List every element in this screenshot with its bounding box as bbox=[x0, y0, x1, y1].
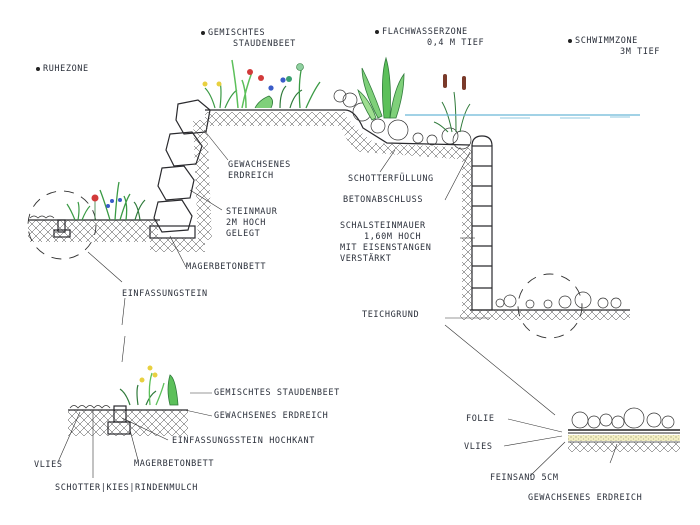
detail-circle-left bbox=[27, 190, 97, 260]
label-schalsteinmauer: Schalsteinmauer1,60m hochmit Eisenstange… bbox=[340, 221, 431, 265]
label-detail-staudenbeet: Gemischtes Staudenbeet bbox=[214, 388, 340, 398]
pond-bottom bbox=[460, 291, 630, 320]
detail-right-section bbox=[568, 407, 680, 452]
label-detail-schotter: Schotter|Kies|Rindenmulch bbox=[55, 483, 198, 493]
schwimmzone-line1: Schwimmzone bbox=[575, 36, 638, 46]
detail-circle-right bbox=[517, 273, 583, 339]
zone-label-ruhezone: Ruhezone bbox=[36, 64, 89, 75]
label-magerbetonbett: Magerbetonbett bbox=[186, 262, 267, 272]
red-flower-icon bbox=[91, 194, 99, 202]
water-surface bbox=[405, 114, 640, 119]
schalstein-line4: verstärkt bbox=[340, 254, 392, 264]
steinmauer-line3: gelegt bbox=[226, 229, 261, 239]
staudenbeet-line2: Staudenbeet bbox=[233, 39, 296, 49]
block-wall bbox=[462, 135, 493, 311]
shallow-zone-stones bbox=[333, 89, 472, 150]
small-edging-stone bbox=[53, 219, 71, 238]
detail-left-section bbox=[68, 365, 188, 436]
flachwasser-line2: 0,4 m tief bbox=[427, 38, 485, 48]
label-detail-folie: Folie bbox=[466, 414, 495, 424]
plants-left-bed bbox=[66, 181, 146, 221]
flachwasser-line1: Flachwasserzone bbox=[382, 27, 468, 37]
erdreich-line1: Gewachsenes bbox=[228, 160, 291, 170]
label-steinmauer: Steinmaur2m hochgelegt bbox=[226, 207, 277, 240]
label-detail-erdreich: Gewachsenes Erdreich bbox=[214, 411, 329, 421]
steinmauer-line2: 2m hoch bbox=[226, 218, 267, 228]
plants-upper-bed bbox=[202, 59, 321, 109]
label-detail-erdreich-right: Gewachsenes Erdreich bbox=[528, 493, 643, 503]
zone-label-staudenbeet: GemischtesStaudenbeet bbox=[201, 28, 296, 50]
upper-ground bbox=[205, 109, 471, 160]
label-gewachsenes-erdreich: GewachsenesErdreich bbox=[228, 160, 291, 182]
staudenbeet-line1: Gemischtes bbox=[208, 28, 266, 38]
zone-label-flachwasserzone: Flachwasserzone0,4 m tief bbox=[375, 27, 484, 49]
label-detail-vlies-right: Vlies bbox=[464, 442, 493, 452]
label-detail-einfassungsstein: Einfassungsstein hochkant bbox=[172, 436, 315, 446]
bullet-icon bbox=[201, 30, 205, 35]
schalstein-line1: Schalsteinmauer bbox=[340, 221, 426, 231]
label-betonabschluss: Betonabschluss bbox=[343, 195, 424, 205]
label-schotterfuellung: Schotterfüllung bbox=[348, 174, 434, 184]
ruhezone-text: Ruhezone bbox=[43, 64, 89, 74]
schalstein-line3: mit Eisenstangen bbox=[340, 243, 432, 253]
bullet-icon bbox=[375, 29, 379, 34]
shallow-zone-plants bbox=[357, 56, 471, 133]
erdreich-line2: Erdreich bbox=[228, 171, 274, 181]
bullet-icon bbox=[36, 66, 40, 71]
cattail-icon bbox=[443, 74, 447, 88]
schwimmzone-line2: 3m tief bbox=[620, 47, 661, 57]
zone-label-schwimmzone: Schwimmzone3m tief bbox=[568, 36, 660, 58]
label-teichgrund: Teichgrund bbox=[362, 310, 420, 320]
label-einfassungsstein: Einfassungstein bbox=[122, 289, 208, 299]
leader-lines bbox=[57, 129, 618, 478]
steinmauer-line1: Steinmaur bbox=[226, 207, 278, 217]
schalstein-line2: 1,60m hoch bbox=[364, 232, 422, 242]
label-detail-feinsand: Feinsand 5cm bbox=[490, 473, 559, 483]
bullet-icon bbox=[568, 38, 572, 43]
label-detail-magerbetonbett: Magerbetonbett bbox=[134, 459, 215, 469]
stone-wall bbox=[149, 99, 212, 252]
label-detail-vlies: Vlies bbox=[34, 460, 63, 470]
